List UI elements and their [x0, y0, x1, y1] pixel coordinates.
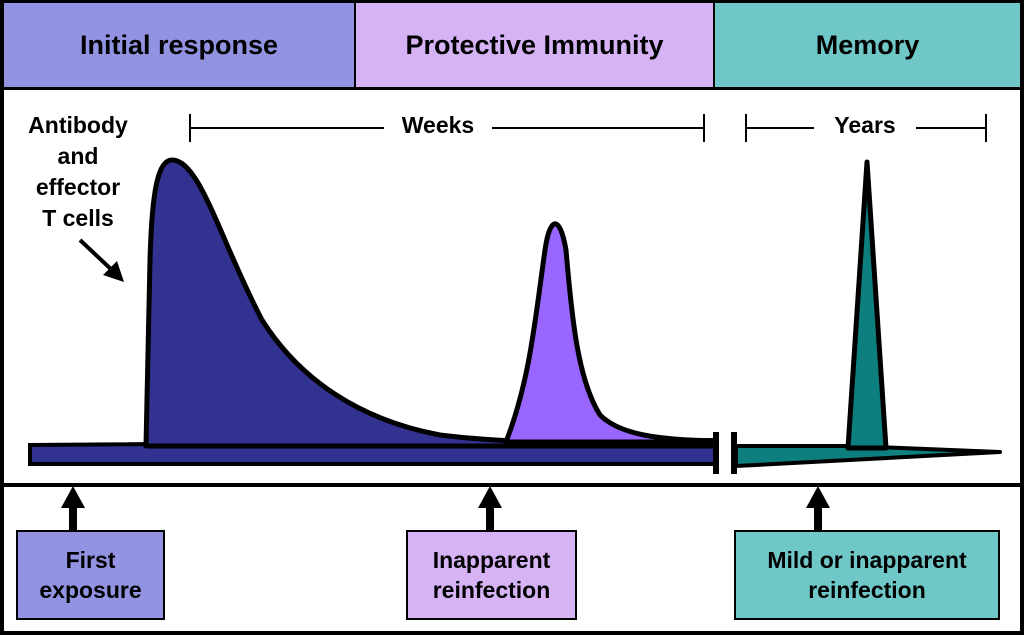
event-box-first-exposure: First exposure — [16, 530, 165, 620]
header-memory: Memory — [715, 3, 1020, 87]
years-label: Years — [834, 112, 896, 138]
initial-response-peak — [143, 157, 719, 449]
weeks-label: Weeks — [401, 112, 475, 138]
y-axis-label-line-1: Antibody — [28, 112, 128, 138]
header-memory-label: Memory — [815, 29, 920, 60]
memory-spike — [845, 159, 889, 451]
header-protective-immunity-label: Protective Immunity — [405, 29, 664, 60]
memory-baseline — [734, 444, 1002, 468]
event-first-line-1: First — [65, 547, 116, 573]
y-axis-label: Antibody and effector T cells — [8, 110, 148, 234]
header-protective-immunity: Protective Immunity — [356, 3, 713, 87]
event-third-line-1: Mild or inapparent — [767, 547, 967, 573]
event-box-inapparent-reinfection: Inapparent reinfection — [406, 530, 577, 620]
header-initial-response: Initial response — [4, 3, 354, 87]
event-arrow-first-head — [61, 486, 85, 508]
reinfection-peak — [503, 221, 719, 445]
y-axis-label-line-3: effector — [35, 174, 121, 200]
label-pointer-arrow-head — [103, 261, 124, 282]
header-initial-response-label: Initial response — [79, 29, 279, 60]
event-arrow-third-head — [806, 486, 830, 508]
event-third-line-2: reinfection — [808, 577, 926, 603]
event-second-line-1: Inapparent — [432, 547, 551, 573]
axis-break-left — [713, 432, 719, 474]
event-box-mild-reinfection: Mild or inapparent reinfection — [734, 530, 1000, 620]
event-arrow-second-head — [478, 486, 502, 508]
event-second-line-2: reinfection — [432, 577, 551, 603]
y-axis-label-line-2: and — [57, 143, 99, 169]
event-first-line-2: exposure — [39, 577, 142, 603]
label-pointer-arrow-shaft — [78, 238, 116, 274]
y-axis-label-line-4: T cells — [42, 205, 114, 231]
